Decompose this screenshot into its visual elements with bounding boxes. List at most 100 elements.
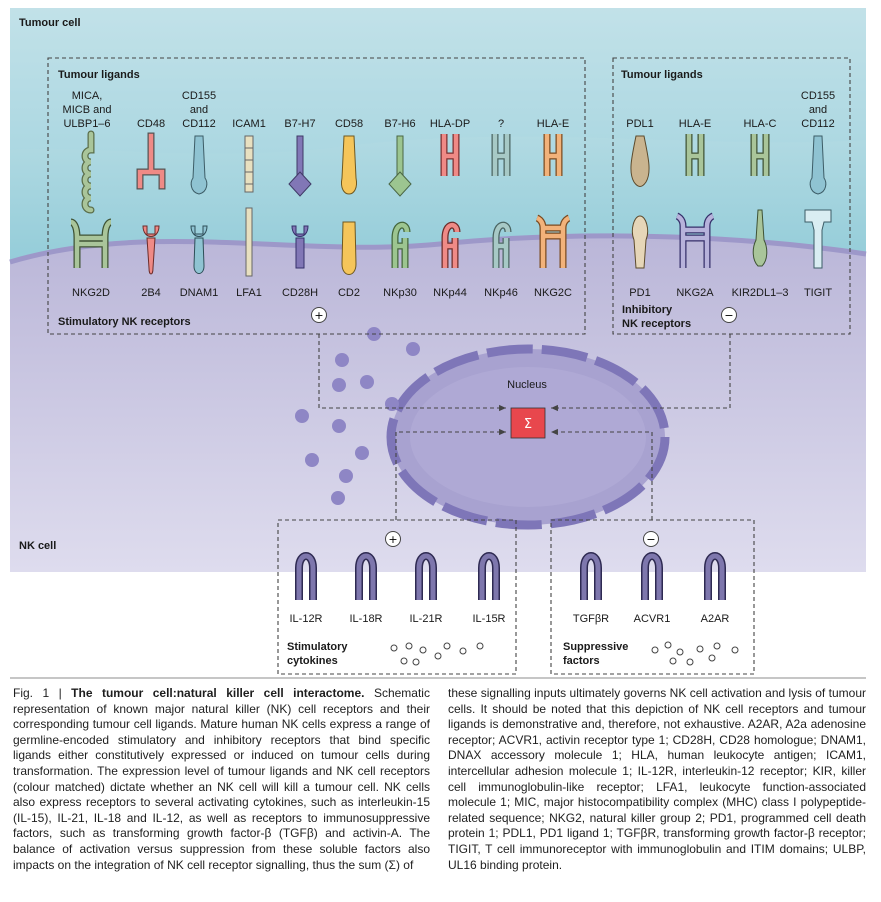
svg-text:−: − [724, 309, 733, 322]
suppressive-receptor-acvr1: ACVR1 [634, 552, 671, 625]
cytokine-receptor-il12r: IL-12R [289, 552, 323, 625]
stim-receptor-cd2: CD2 [338, 221, 360, 299]
suppressive-header-1: Suppressive [563, 641, 628, 653]
nucleus-label: Nucleus [507, 379, 547, 391]
stim-receptor-2b4: 2B4 [141, 225, 161, 299]
stim-receptor-nkg2d: NKG2D [70, 218, 112, 299]
stim-cytokines-header-1: Stimulatory [287, 641, 348, 653]
svg-text:DNAM1: DNAM1 [180, 287, 219, 299]
svg-text:−: − [646, 533, 655, 546]
interactome-diagram: Tumour cell NK cell Nucleus Σ Tumour lig… [9, 8, 867, 679]
sum-box [510, 407, 546, 439]
minus-sign-inhibitory: − [721, 307, 737, 323]
svg-text:IL-12R: IL-12R [289, 613, 322, 625]
caption-left-column: Fig. 1 | The tumour cell:natural killer … [13, 686, 430, 873]
stim-ligand-b7h7: B7-H7 [284, 118, 316, 197]
svg-text:KIR2DL1–3: KIR2DL1–3 [732, 287, 789, 299]
svg-text:HLA-E: HLA-E [679, 118, 711, 130]
inh-receptor-pd1: PD1 [629, 215, 651, 299]
svg-text:NKG2D: NKG2D [72, 287, 110, 299]
stim-ligand-hladp: HLA-DP [430, 118, 470, 176]
svg-text:HLA-DP: HLA-DP [430, 118, 470, 130]
stim-ligand-cd48: CD48 [136, 118, 166, 190]
arrow-suppressive [551, 428, 653, 520]
svg-text:IL-21R: IL-21R [409, 613, 442, 625]
inh-ligand-hlac: HLA-C [743, 118, 777, 176]
cytokine-receptor-il15r: IL-15R [472, 552, 506, 625]
stim-receptor-nkg2c: NKG2C [534, 214, 572, 299]
stim-ligand-cd58: CD58 [335, 118, 363, 195]
svg-text:2B4: 2B4 [141, 287, 161, 299]
svg-text:NKp46: NKp46 [484, 287, 518, 299]
svg-text:LFA1: LFA1 [236, 287, 262, 299]
stim-receptor-lfa1: LFA1 [236, 207, 262, 299]
arrow-stimulatory [318, 334, 506, 412]
inh-receptor-kir: KIR2DL1–3 [732, 209, 789, 299]
svg-text:TGFβR: TGFβR [573, 613, 609, 625]
svg-text:ICAM1: ICAM1 [232, 118, 266, 130]
stim-receptor-dnam1: DNAM1 [180, 225, 219, 299]
stim-receptor-nkp46: NKp46 [484, 221, 518, 299]
svg-text:B7-H7: B7-H7 [284, 118, 315, 130]
svg-text:NKG2A: NKG2A [676, 287, 714, 299]
stim-ligand-hlae: HLA-E [537, 118, 569, 176]
caption-right-column: these signalling inputs ultimately gover… [448, 686, 866, 873]
nk-cell-label: NK cell [19, 540, 56, 552]
svg-text:?: ? [498, 118, 504, 130]
svg-text:NKG2C: NKG2C [534, 287, 572, 299]
svg-text:CD58: CD58 [335, 118, 363, 130]
arrow-inhibitory [551, 334, 731, 412]
plus-sign-cytokines: + [385, 531, 401, 547]
svg-text:CD28H: CD28H [282, 287, 318, 299]
sum-symbol: Σ [524, 417, 532, 432]
inh-receptor-tigit: TIGIT [804, 209, 832, 299]
caption-right-text: these signalling inputs ultimately gover… [448, 686, 866, 872]
inh-ligand-hlae: HLA-E [679, 118, 711, 176]
suppressive-header-2: factors [563, 655, 600, 667]
svg-text:HLA-E: HLA-E [537, 118, 569, 130]
cytokine-receptor-il21r: IL-21R [409, 552, 443, 625]
stim-cytokines-header-2: cytokines [287, 655, 338, 667]
caption-title: The tumour cell:natural killer cell inte… [71, 686, 365, 700]
stim-ligands-header: Tumour ligands [58, 69, 140, 81]
stimulatory-cytokines-box [277, 519, 517, 675]
svg-text:+: + [388, 533, 397, 546]
tumour-cell-label: Tumour cell [19, 17, 81, 29]
inh-receptors-header-2: NK receptors [622, 318, 691, 330]
inh-receptors-header-1: Inhibitory [622, 304, 673, 316]
cytokine-particles [295, 327, 420, 505]
inh-ligand-pdl1: PDL1 [626, 118, 654, 187]
svg-text:PD1: PD1 [629, 287, 650, 299]
cytokine-receptor-il18r: IL-18R [349, 552, 383, 625]
svg-text:PDL1: PDL1 [626, 118, 654, 130]
svg-text:TIGIT: TIGIT [804, 287, 832, 299]
svg-text:B7-H6: B7-H6 [384, 118, 415, 130]
svg-text:HLA-C: HLA-C [743, 118, 776, 130]
caption-label: Fig. 1 | [13, 686, 62, 700]
stim-receptor-nkp44: NKp44 [433, 221, 467, 299]
minus-sign-suppressive: − [643, 531, 659, 547]
svg-text:ACVR1: ACVR1 [634, 613, 671, 625]
svg-text:IL-18R: IL-18R [349, 613, 382, 625]
inh-receptor-nkg2a: NKG2A [675, 212, 714, 299]
plus-sign-stimulatory: + [311, 307, 327, 323]
stim-ligand-unknown: ? [491, 118, 511, 176]
suppressive-dots [651, 641, 739, 666]
caption-left-text: Schematic representation of known major … [13, 686, 430, 872]
cytokine-dots [390, 642, 484, 666]
suppressive-receptor-tgfbr: TGFβR [573, 552, 609, 625]
svg-text:NKp44: NKp44 [433, 287, 467, 299]
suppressive-receptor-a2ar: A2AR [701, 552, 729, 625]
stim-receptors-header: Stimulatory NK receptors [58, 316, 191, 328]
arrow-cytokines [395, 428, 506, 520]
stim-receptor-cd28h: CD28H [282, 225, 318, 299]
nucleus: Nucleus Σ [386, 344, 670, 530]
svg-text:+: + [314, 309, 323, 322]
svg-text:CD2: CD2 [338, 287, 360, 299]
